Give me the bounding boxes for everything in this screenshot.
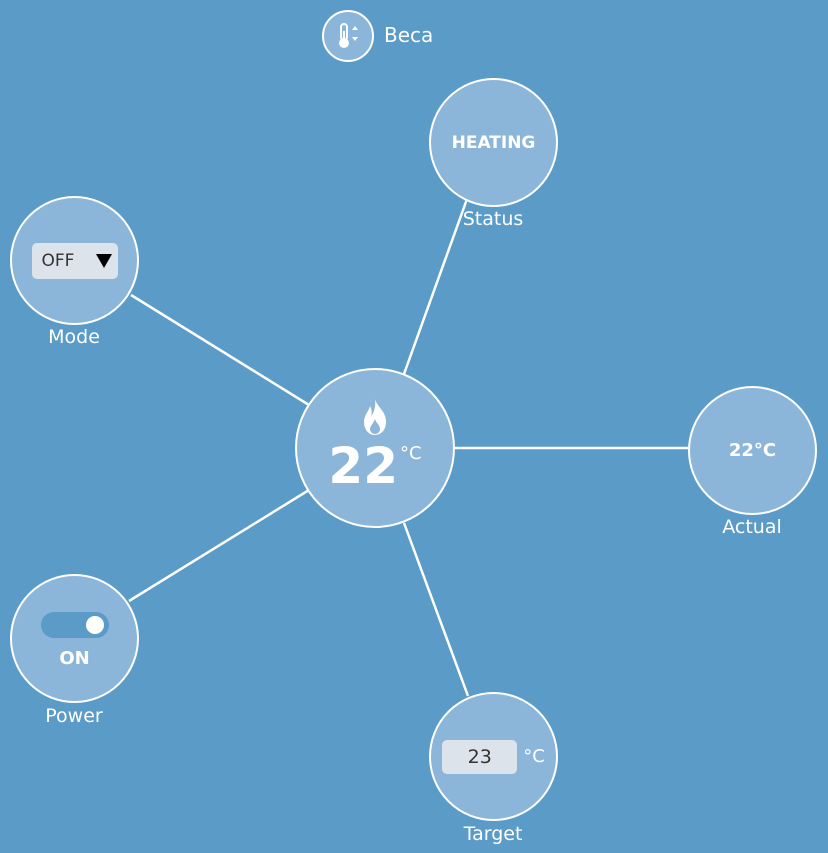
status-label: Status bbox=[462, 208, 524, 230]
link-target bbox=[402, 522, 470, 697]
link-mode bbox=[130, 293, 310, 407]
toggle-knob bbox=[85, 616, 104, 634]
actual-label: Actual bbox=[722, 516, 782, 538]
dropdown-triangle-icon bbox=[95, 253, 112, 268]
link-power bbox=[128, 488, 310, 603]
power-label: Power bbox=[45, 705, 103, 727]
power-state: ON bbox=[59, 648, 90, 669]
power-toggle[interactable] bbox=[40, 612, 109, 638]
actual-value: 22°C bbox=[728, 440, 777, 461]
flame-icon bbox=[364, 399, 386, 435]
target-node: °C bbox=[429, 692, 558, 821]
mode-node: OFF bbox=[10, 196, 139, 325]
current-temperature-unit: °C bbox=[400, 443, 422, 464]
device-title: Beca bbox=[384, 23, 434, 47]
mode-selected-value: OFF bbox=[41, 250, 75, 271]
current-temperature-value: 22 bbox=[328, 437, 398, 495]
thermostat-icon bbox=[322, 10, 374, 62]
current-temperature-display: 22 °C bbox=[295, 368, 455, 528]
target-label: Target bbox=[463, 823, 523, 845]
status-node: HEATING bbox=[429, 78, 558, 207]
mode-label: Mode bbox=[48, 326, 100, 348]
power-node: ON bbox=[10, 574, 139, 703]
status-value: HEATING bbox=[451, 132, 536, 153]
target-unit: °C bbox=[523, 746, 545, 767]
target-temperature-input[interactable] bbox=[442, 739, 518, 774]
actual-node: 22°C bbox=[688, 386, 817, 515]
mode-select[interactable]: OFF bbox=[31, 242, 118, 279]
